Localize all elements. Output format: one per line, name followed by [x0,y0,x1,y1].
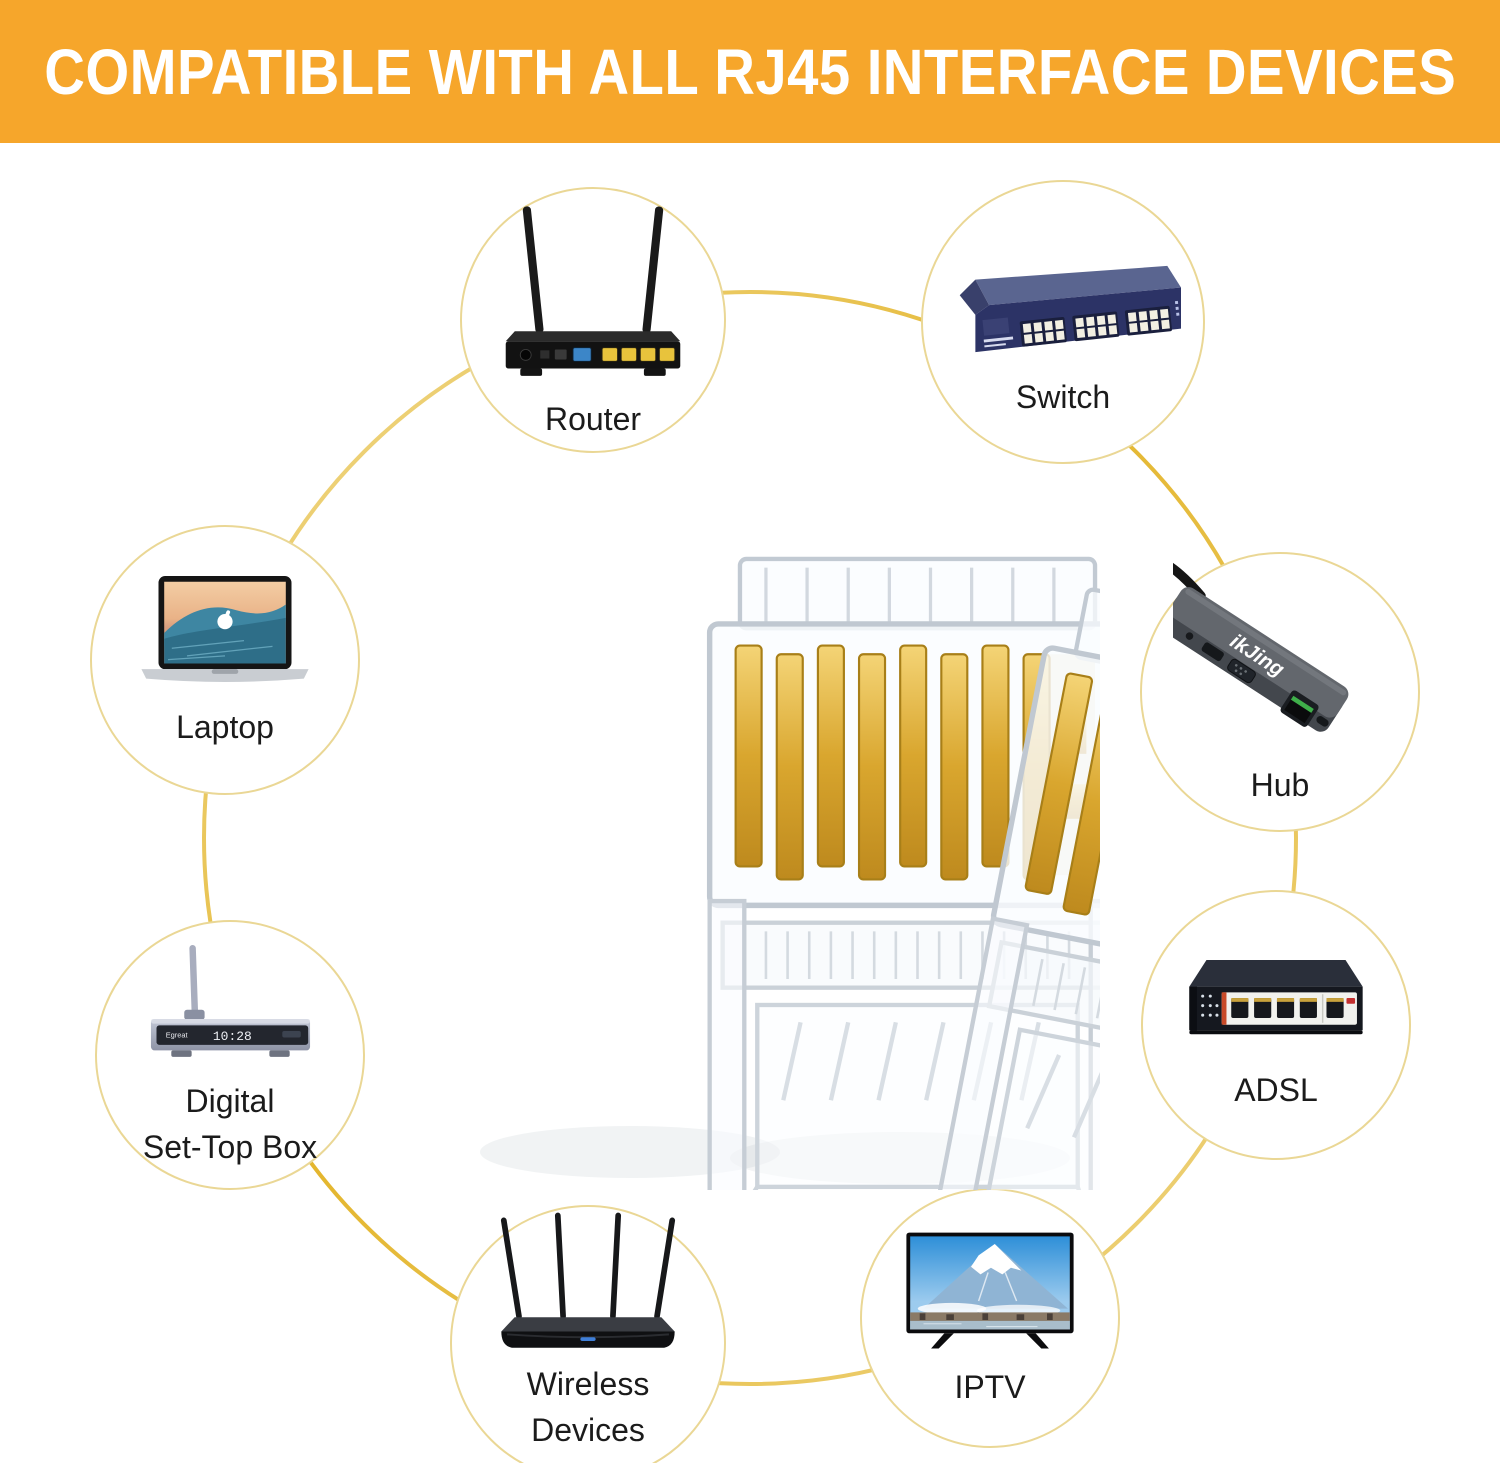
device-label-iptv: IPTV [954,1369,1026,1406]
stb-brand-text: Egreat [165,1030,187,1039]
device-label-adsl: ADSL [1234,1071,1318,1108]
set-top-box-icon: Egreat 10:28 [150,944,310,1057]
device-circle-iptv: IPTV [860,1188,1120,1448]
usb-c-hub: ikJing [1172,562,1348,732]
device-circle-hub: ikJing Hub [1140,552,1420,832]
device-label-switch: Switch [1015,378,1111,415]
device-label-laptop: Laptop [176,708,274,745]
device-circle-switch: Switch [921,180,1205,464]
device-label-set-top-box-line1: Digital [185,1082,275,1119]
banner-title: COMPATIBLE WITH ALL RJ45 INTERFACE DEVIC… [44,35,1456,108]
hub-icon: ikJing [1172,562,1348,732]
device-circle-wireless-devices: Wireless Devices [450,1205,726,1463]
led-indicators [1201,994,1219,1017]
rj45-ports [1231,994,1344,1023]
router-back-view [505,206,681,376]
iptv-icon [906,1232,1074,1349]
device-label-wireless-line2: Devices [531,1412,645,1448]
adsl-icon [1189,959,1363,1035]
device-circle-router: Router [460,187,726,453]
ring-circle [202,290,1298,1386]
wireless-router-icon [500,1212,676,1348]
device-label-hub: Hub [1250,766,1310,803]
set-top-box: Egreat 10:28 [150,944,310,1057]
banner: COMPATIBLE WITH ALL RJ45 INTERFACE DEVIC… [0,0,1500,143]
device-label-router: Router [544,400,642,437]
device-circle-adsl: ADSL [1141,890,1411,1160]
device-circle-set-top-box: Egreat 10:28 Digital Set-Top Box [95,920,365,1190]
television [906,1232,1074,1349]
laptop-icon [141,575,309,682]
reflection [480,1126,780,1178]
stb-display-text: 10:28 [212,1029,251,1044]
adsl-modem [1189,959,1363,1035]
wireless-router [500,1212,676,1348]
macbook [141,575,309,682]
device-label-set-top-box-line2: Set-Top Box [142,1129,318,1165]
rack-switch [959,265,1181,352]
device-circle-laptop: Laptop [90,525,360,795]
rj45-connectors-image [480,557,1100,1190]
router-icon [505,206,681,376]
device-label-wireless-line1: Wireless [526,1365,650,1402]
switch-icon [959,265,1181,352]
